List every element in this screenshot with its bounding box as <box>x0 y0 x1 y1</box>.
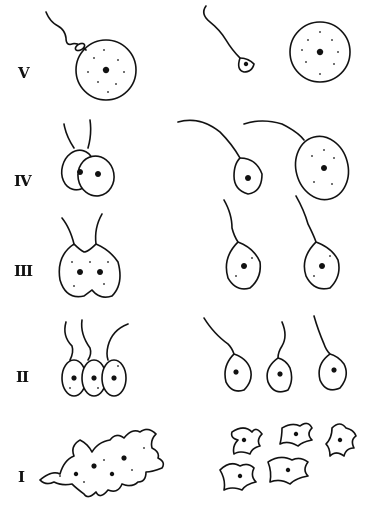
row-v-right-group <box>204 6 350 82</box>
row-iii-right-group <box>224 196 339 289</box>
row-i-right-amoeboids <box>220 423 356 490</box>
row-v-left-group <box>46 12 136 100</box>
row-iv-left-pair <box>57 120 117 199</box>
row-iii-left-pair <box>59 214 120 297</box>
row-ii-right-trio <box>204 316 346 392</box>
row-ii-left-trio <box>62 320 128 396</box>
row-iv-right-group <box>178 120 355 205</box>
row-i-left-amoeboid <box>40 429 163 496</box>
